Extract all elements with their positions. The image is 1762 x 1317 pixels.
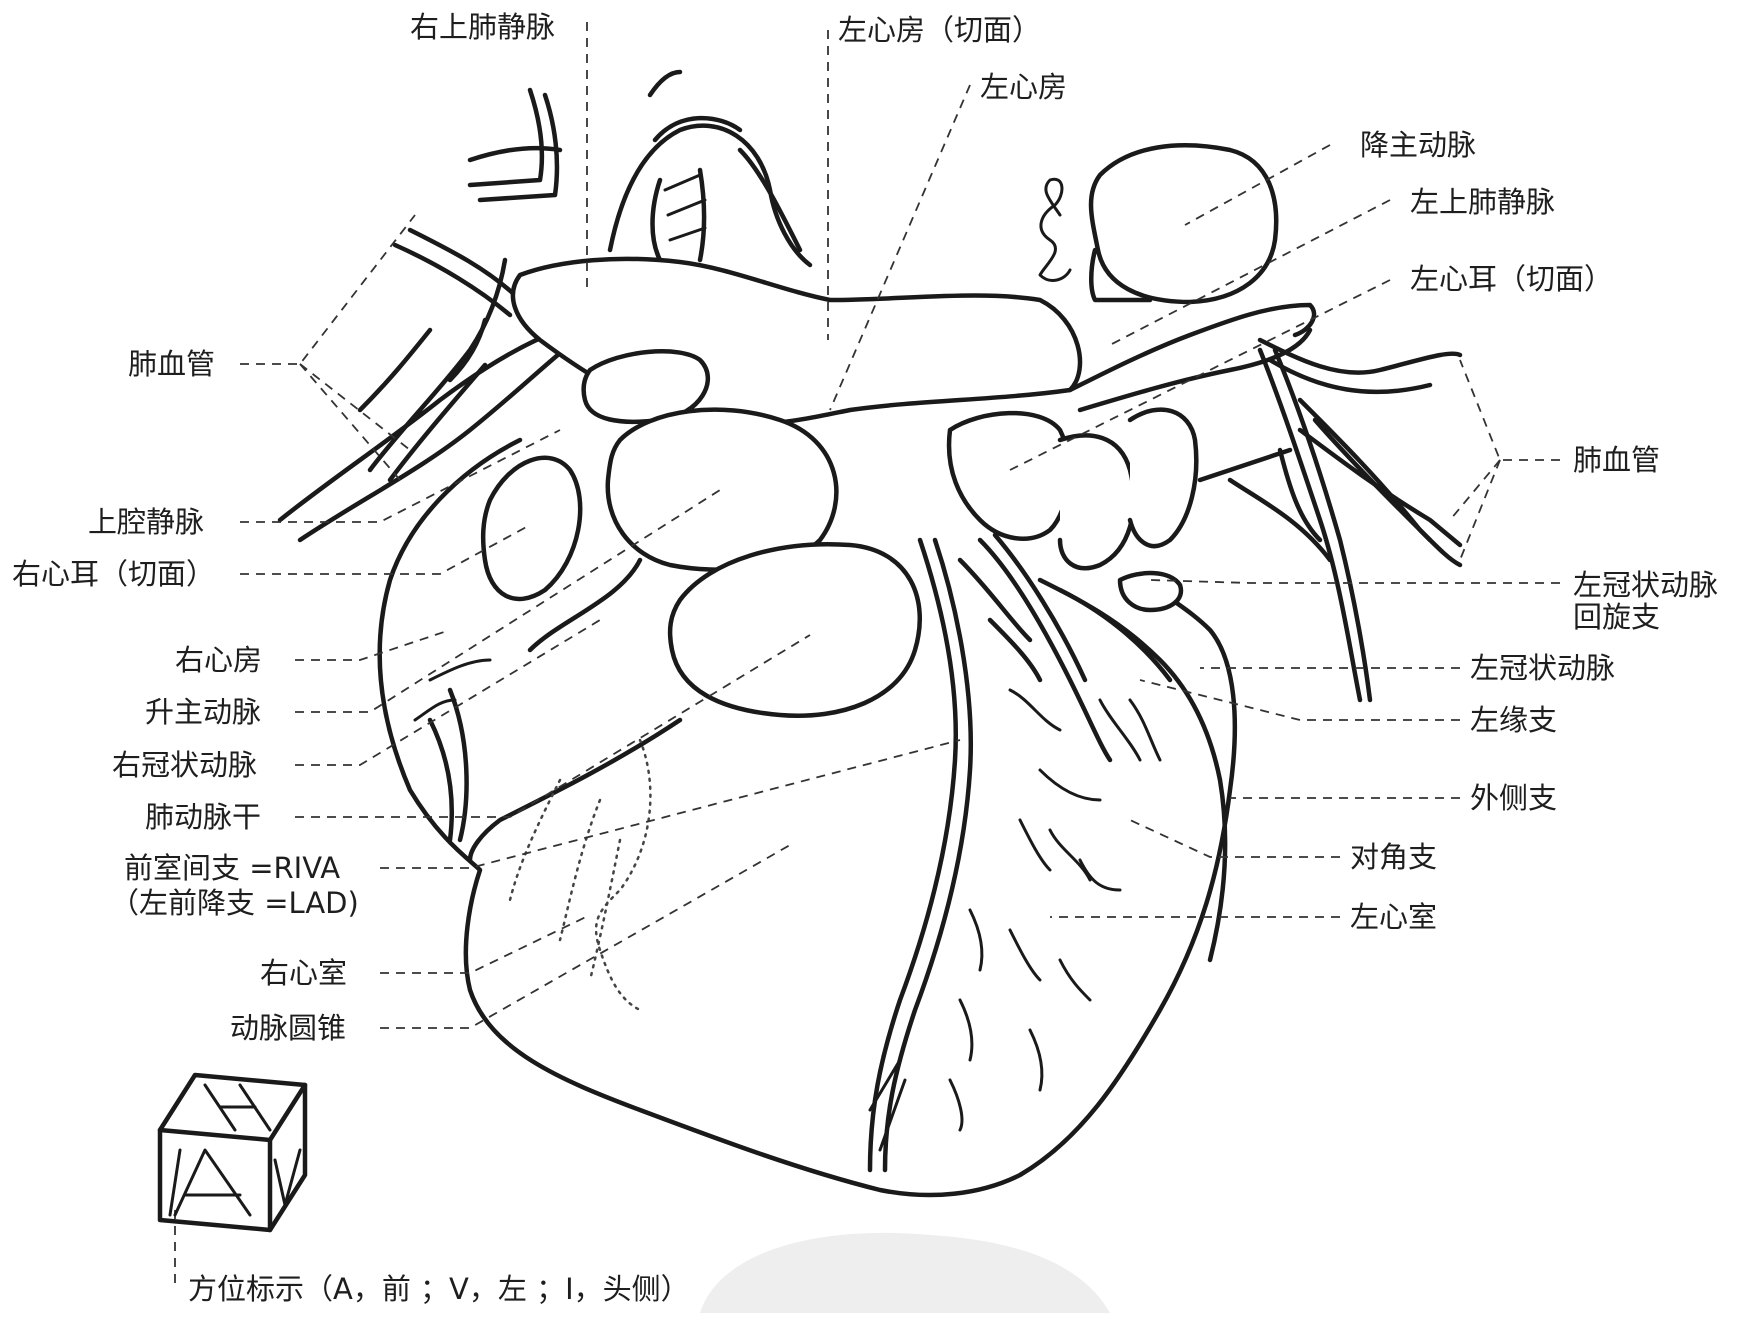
label-orientation-marker: 方位标示（A，前 ；V，左 ；I，头侧） <box>188 1272 690 1306</box>
great-vessels <box>610 72 810 265</box>
label-superior-vena-cava: 上腔静脉 <box>88 505 204 539</box>
label-anterior-interventricular-line2: （左前降支 =LAD) <box>110 886 359 920</box>
label-left-atrium-cut: 左心房（切面） <box>838 13 1041 47</box>
label-left-atrium: 左心房 <box>980 70 1067 104</box>
orientation-cube <box>160 1075 305 1230</box>
label-descending-aorta: 降主动脉 <box>1360 128 1476 162</box>
label-circumflex-line1: 左冠状动脉 <box>1573 568 1718 602</box>
label-pulmonary-vessels-left: 肺血管 <box>128 347 215 381</box>
label-lateral-branch: 外侧支 <box>1470 781 1557 815</box>
label-left-auricle-cut: 左心耳（切面） <box>1410 262 1613 296</box>
label-anterior-interventricular-line1: 前室间支 =RIVA <box>124 851 340 885</box>
label-right-auricle-cut: 右心耳（切面） <box>12 557 215 591</box>
descending-aorta-shape <box>1091 145 1276 302</box>
label-left-coronary-artery: 左冠状动脉 <box>1470 651 1615 685</box>
right-auricle-shape <box>483 458 580 599</box>
left-auricle-shape <box>949 413 1069 539</box>
label-right-coronary-artery: 右冠状动脉 <box>112 748 257 782</box>
label-diagonal-branch: 对角支 <box>1350 840 1437 874</box>
watermark-shape <box>700 1233 1110 1313</box>
label-right-ventricle: 右心室 <box>260 956 347 990</box>
label-left-marginal-branch: 左缘支 <box>1470 703 1557 737</box>
label-ascending-aorta: 升主动脉 <box>145 695 261 729</box>
label-left-ventricle: 左心室 <box>1350 900 1437 934</box>
label-right-atrium: 右心房 <box>175 643 262 677</box>
label-pulmonary-trunk: 肺动脉干 <box>145 800 261 834</box>
label-pulmonary-vessels-right: 肺血管 <box>1573 443 1660 477</box>
label-conus-arteriosus: 动脉圆锥 <box>230 1011 346 1045</box>
label-circumflex-line2: 回旋支 <box>1573 600 1660 634</box>
label-left-superior-pulmonary-vein: 左上肺静脉 <box>1410 185 1555 219</box>
label-right-superior-pulmonary-vein: 右上肺静脉 <box>410 10 555 44</box>
